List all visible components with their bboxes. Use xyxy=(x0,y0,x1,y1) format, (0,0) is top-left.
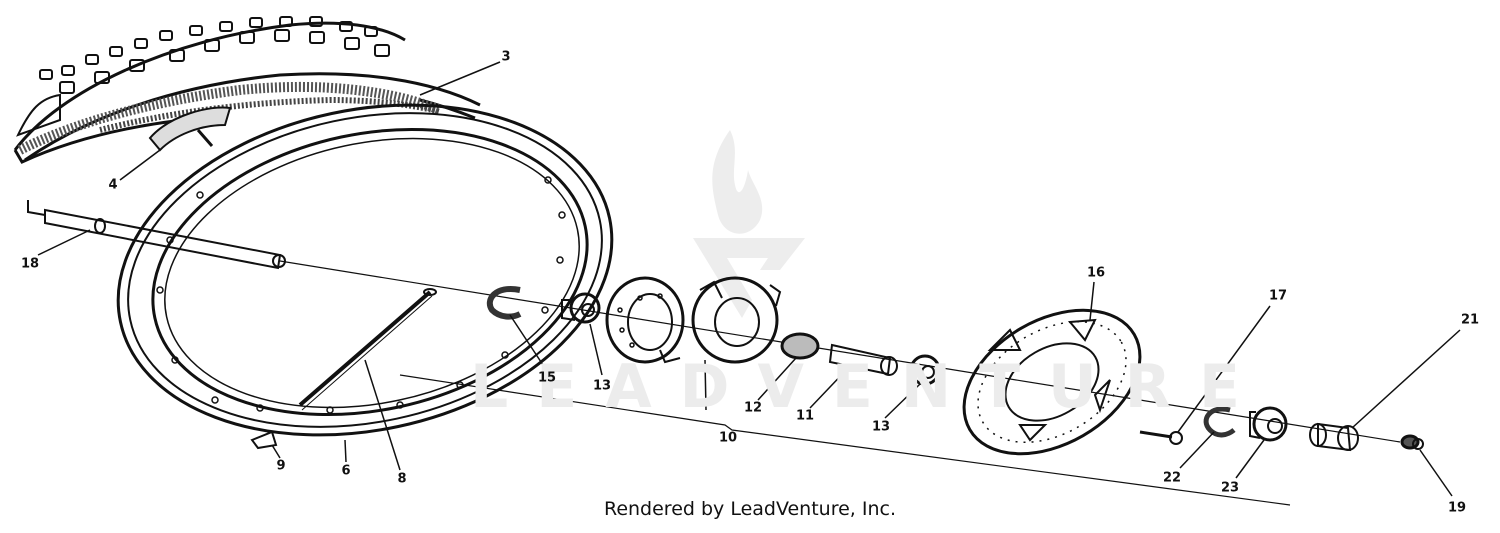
axle-nut-icon xyxy=(1400,434,1424,450)
oil-seal-icon xyxy=(1203,406,1236,438)
leader-line xyxy=(364,359,401,471)
callout-11[interactable]: 11 xyxy=(795,408,815,424)
callout-9[interactable]: 9 xyxy=(276,458,286,474)
spacer-icon xyxy=(828,343,898,376)
hub-icon xyxy=(605,276,782,364)
callout-18[interactable]: 18 xyxy=(20,256,40,272)
leader-line xyxy=(37,229,91,256)
leader-line xyxy=(757,357,797,401)
leader-line xyxy=(884,383,921,419)
callout-13[interactable]: 13 xyxy=(592,378,612,394)
callout-8[interactable]: 8 xyxy=(397,471,407,487)
leader-line xyxy=(1235,439,1265,479)
callout-3[interactable]: 3 xyxy=(501,49,511,65)
leader-line xyxy=(704,359,707,411)
callout-23[interactable]: 23 xyxy=(1220,480,1240,496)
oil-seal-icon xyxy=(486,286,522,320)
spoke-icon xyxy=(298,288,437,411)
callout-16[interactable]: 16 xyxy=(1086,265,1106,281)
callout-17[interactable]: 17 xyxy=(1268,288,1288,304)
leader-line xyxy=(1179,431,1215,469)
leader-line xyxy=(589,323,603,376)
callout-22[interactable]: 22 xyxy=(1162,470,1182,486)
tube-icon xyxy=(148,106,232,152)
rim-lock-icon xyxy=(250,430,281,459)
leader-line xyxy=(509,314,546,369)
rim-icon xyxy=(116,103,614,437)
axle-icon xyxy=(27,200,286,270)
leader-line xyxy=(1419,449,1453,497)
hub-bracket-line xyxy=(399,374,1291,506)
leader-line xyxy=(1351,329,1461,429)
bearing-icon xyxy=(909,354,941,386)
leader-line xyxy=(809,365,851,409)
watermark-logo-icon xyxy=(693,130,805,318)
footer-credit: Rendered by LeadVenture, Inc. xyxy=(603,498,897,520)
callout-12[interactable]: 12 xyxy=(743,400,763,416)
bearing-icon xyxy=(1249,406,1288,442)
spacer-flange-icon xyxy=(780,332,820,360)
callout-4[interactable]: 4 xyxy=(108,177,118,193)
watermark-text: LEADVENTURE xyxy=(470,352,1268,422)
callout-13[interactable]: 13 xyxy=(871,419,891,435)
callout-19[interactable]: 19 xyxy=(1447,500,1467,516)
callout-21[interactable]: 21 xyxy=(1460,312,1480,328)
bolt-icon xyxy=(1139,430,1183,445)
leader-line xyxy=(344,439,347,463)
collar-icon xyxy=(1309,422,1359,452)
leader-line xyxy=(1177,305,1271,433)
tire-icon xyxy=(13,16,481,164)
leader-line xyxy=(1089,281,1095,321)
leader-line xyxy=(419,61,501,96)
callout-10[interactable]: 10 xyxy=(718,430,738,446)
callout-15[interactable]: 15 xyxy=(537,370,557,386)
bearing-icon xyxy=(561,292,601,324)
leader-line xyxy=(119,149,161,181)
callout-6[interactable]: 6 xyxy=(341,463,351,479)
